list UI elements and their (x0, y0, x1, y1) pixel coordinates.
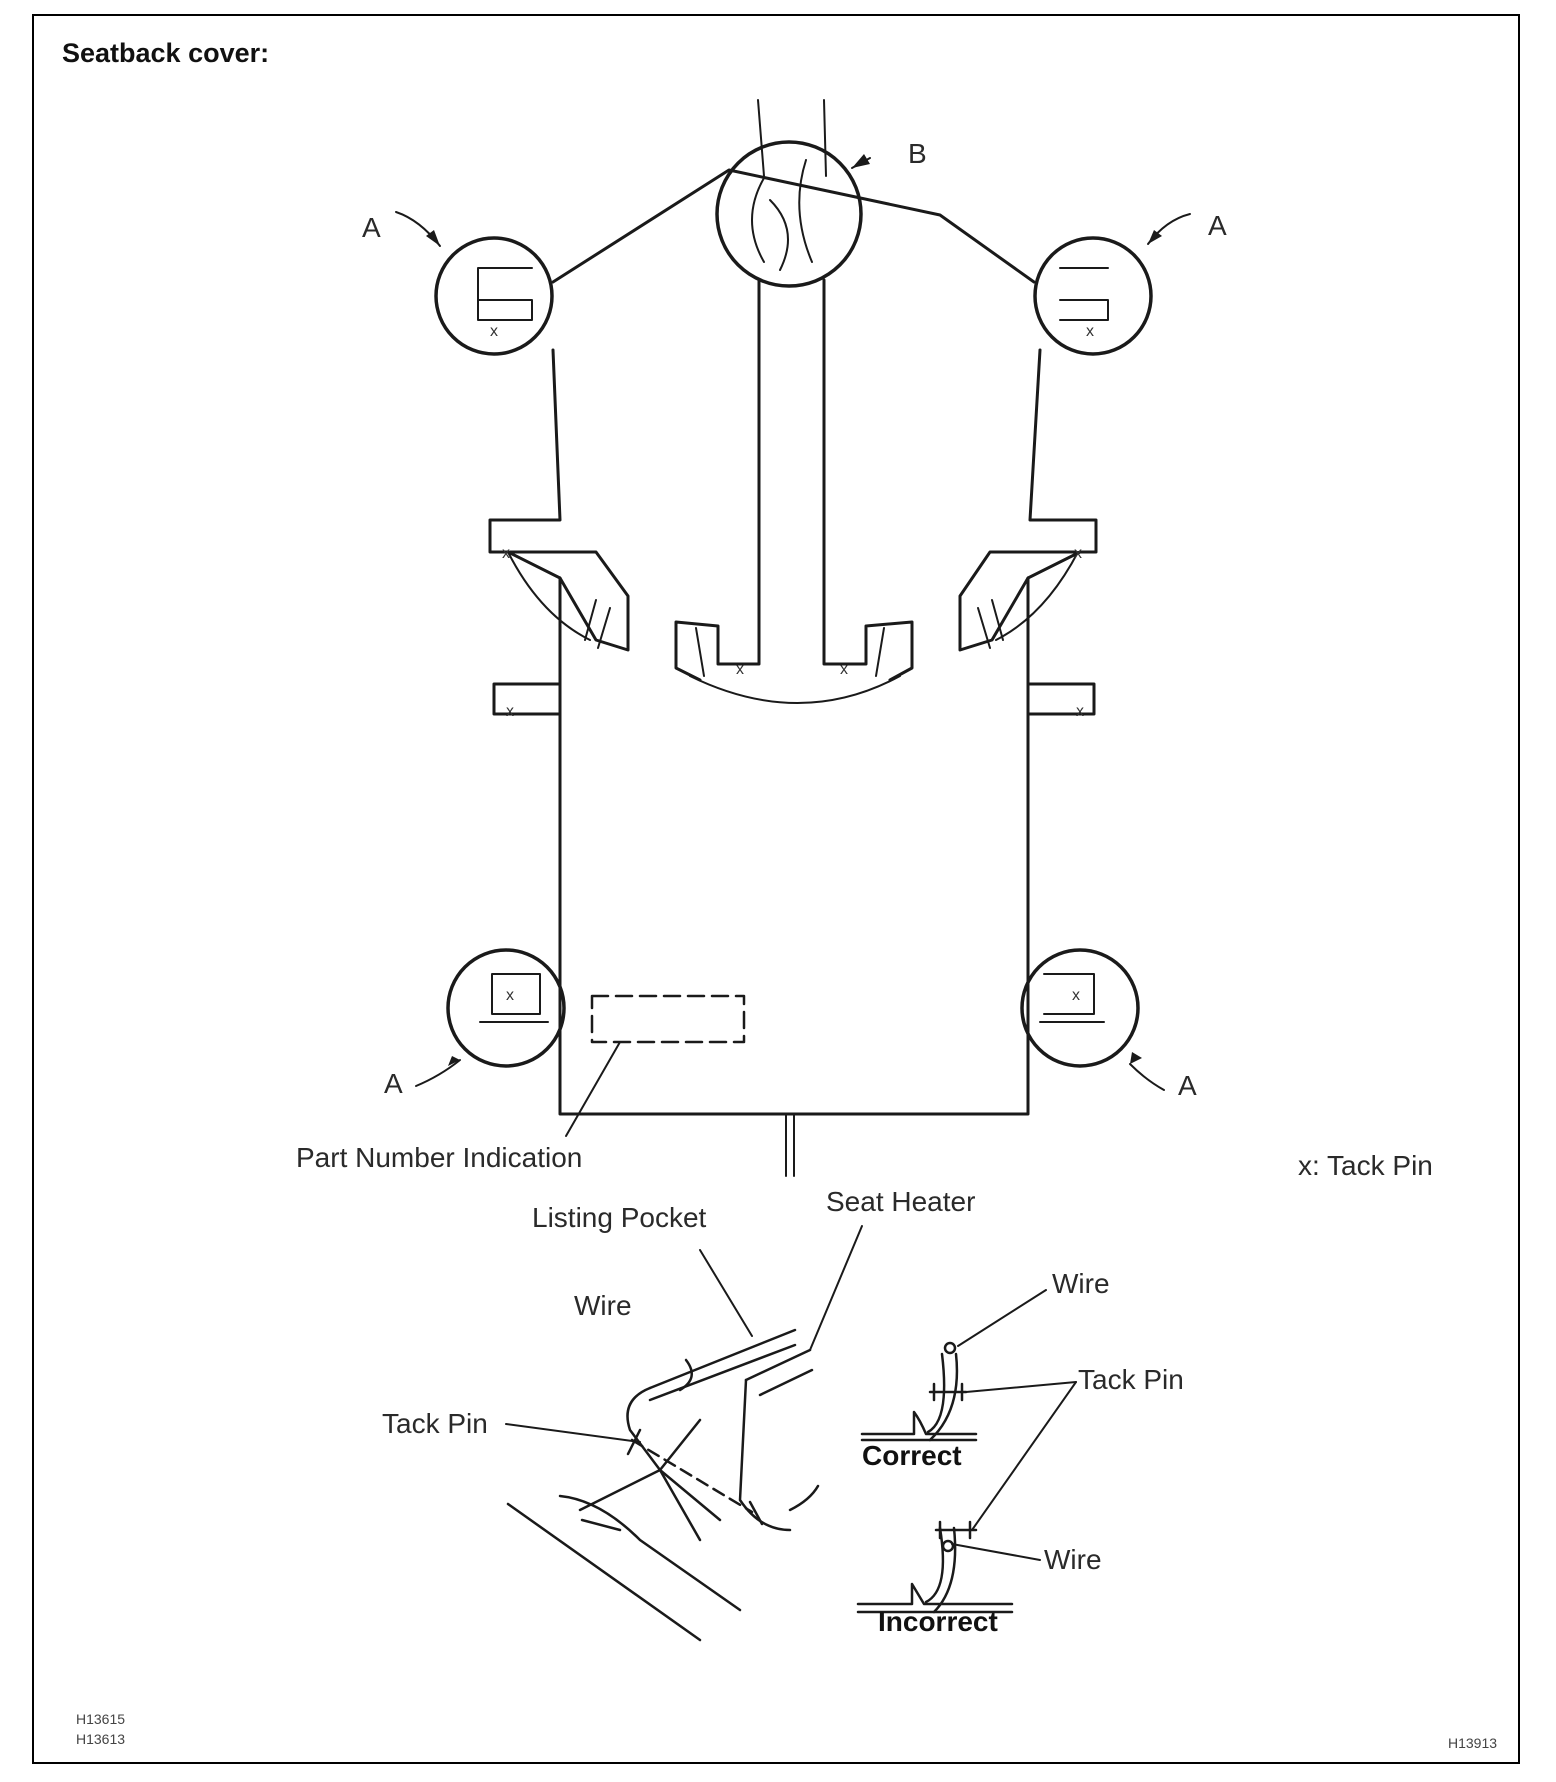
page-title: Seatback cover: (62, 38, 270, 68)
tack-pin-mark: x (1076, 703, 1084, 720)
seat-heater-label: Seat Heater (826, 1186, 976, 1217)
tack-pin-mark: x (1072, 987, 1080, 1004)
detail-circle-a-bottom-right (1020, 948, 1140, 1068)
tack-pin-mark: x (506, 987, 514, 1004)
tack-pin-legend: x: Tack Pin (1298, 1150, 1433, 1181)
incorrect-label: Incorrect (878, 1606, 998, 1637)
right-leader-lines (951, 1289, 1077, 1561)
arrowheads (426, 154, 1162, 1066)
label-a-top-left: A (362, 212, 381, 243)
detail-circle-a-bottom-left (446, 948, 566, 1068)
tack-pin-mark: x (1074, 545, 1082, 562)
tack-pin-mark: x (1086, 323, 1094, 340)
figure-code: H13615 (76, 1711, 126, 1727)
label-a-bottom-right: A (1178, 1070, 1197, 1101)
part-number-indication-label: Part Number Indication (296, 1142, 583, 1173)
detail-circle-a-top-left (434, 236, 554, 356)
detail-circle-b-top (715, 140, 863, 288)
correct-label: Correct (862, 1440, 962, 1471)
diagram-frame (32, 14, 1520, 1764)
wire-label-left: Wire (574, 1290, 632, 1321)
tack-pin-mark: x (502, 545, 510, 562)
label-b-top: B (908, 138, 927, 169)
tack-pin-label-right: Tack Pin (1078, 1364, 1184, 1395)
wire-label-incorrect: Wire (1044, 1544, 1102, 1575)
tack-pin-mark: x (736, 661, 744, 678)
incorrect-drawing (856, 1520, 1014, 1614)
label-a-bottom-left: A (384, 1068, 403, 1099)
part-number-box (590, 994, 746, 1044)
correct-drawing (860, 1341, 978, 1442)
figure-code: H13913 (1448, 1735, 1498, 1751)
figure-code: H13613 (76, 1731, 126, 1747)
seatback-outline (488, 99, 1098, 1177)
tack-pin-mark: x (506, 703, 514, 720)
tack-pin-mark: x (840, 661, 848, 678)
wire-label-correct: Wire (1052, 1268, 1110, 1299)
listing-pocket-label: Listing Pocket (532, 1202, 707, 1233)
listing-pocket-detail-drawing (506, 1328, 820, 1642)
tack-pin-mark: x (490, 323, 498, 340)
detail-circle-a-top-right (1033, 236, 1153, 356)
tack-pin-label-left: Tack Pin (382, 1408, 488, 1439)
label-a-top-right: A (1208, 210, 1227, 241)
